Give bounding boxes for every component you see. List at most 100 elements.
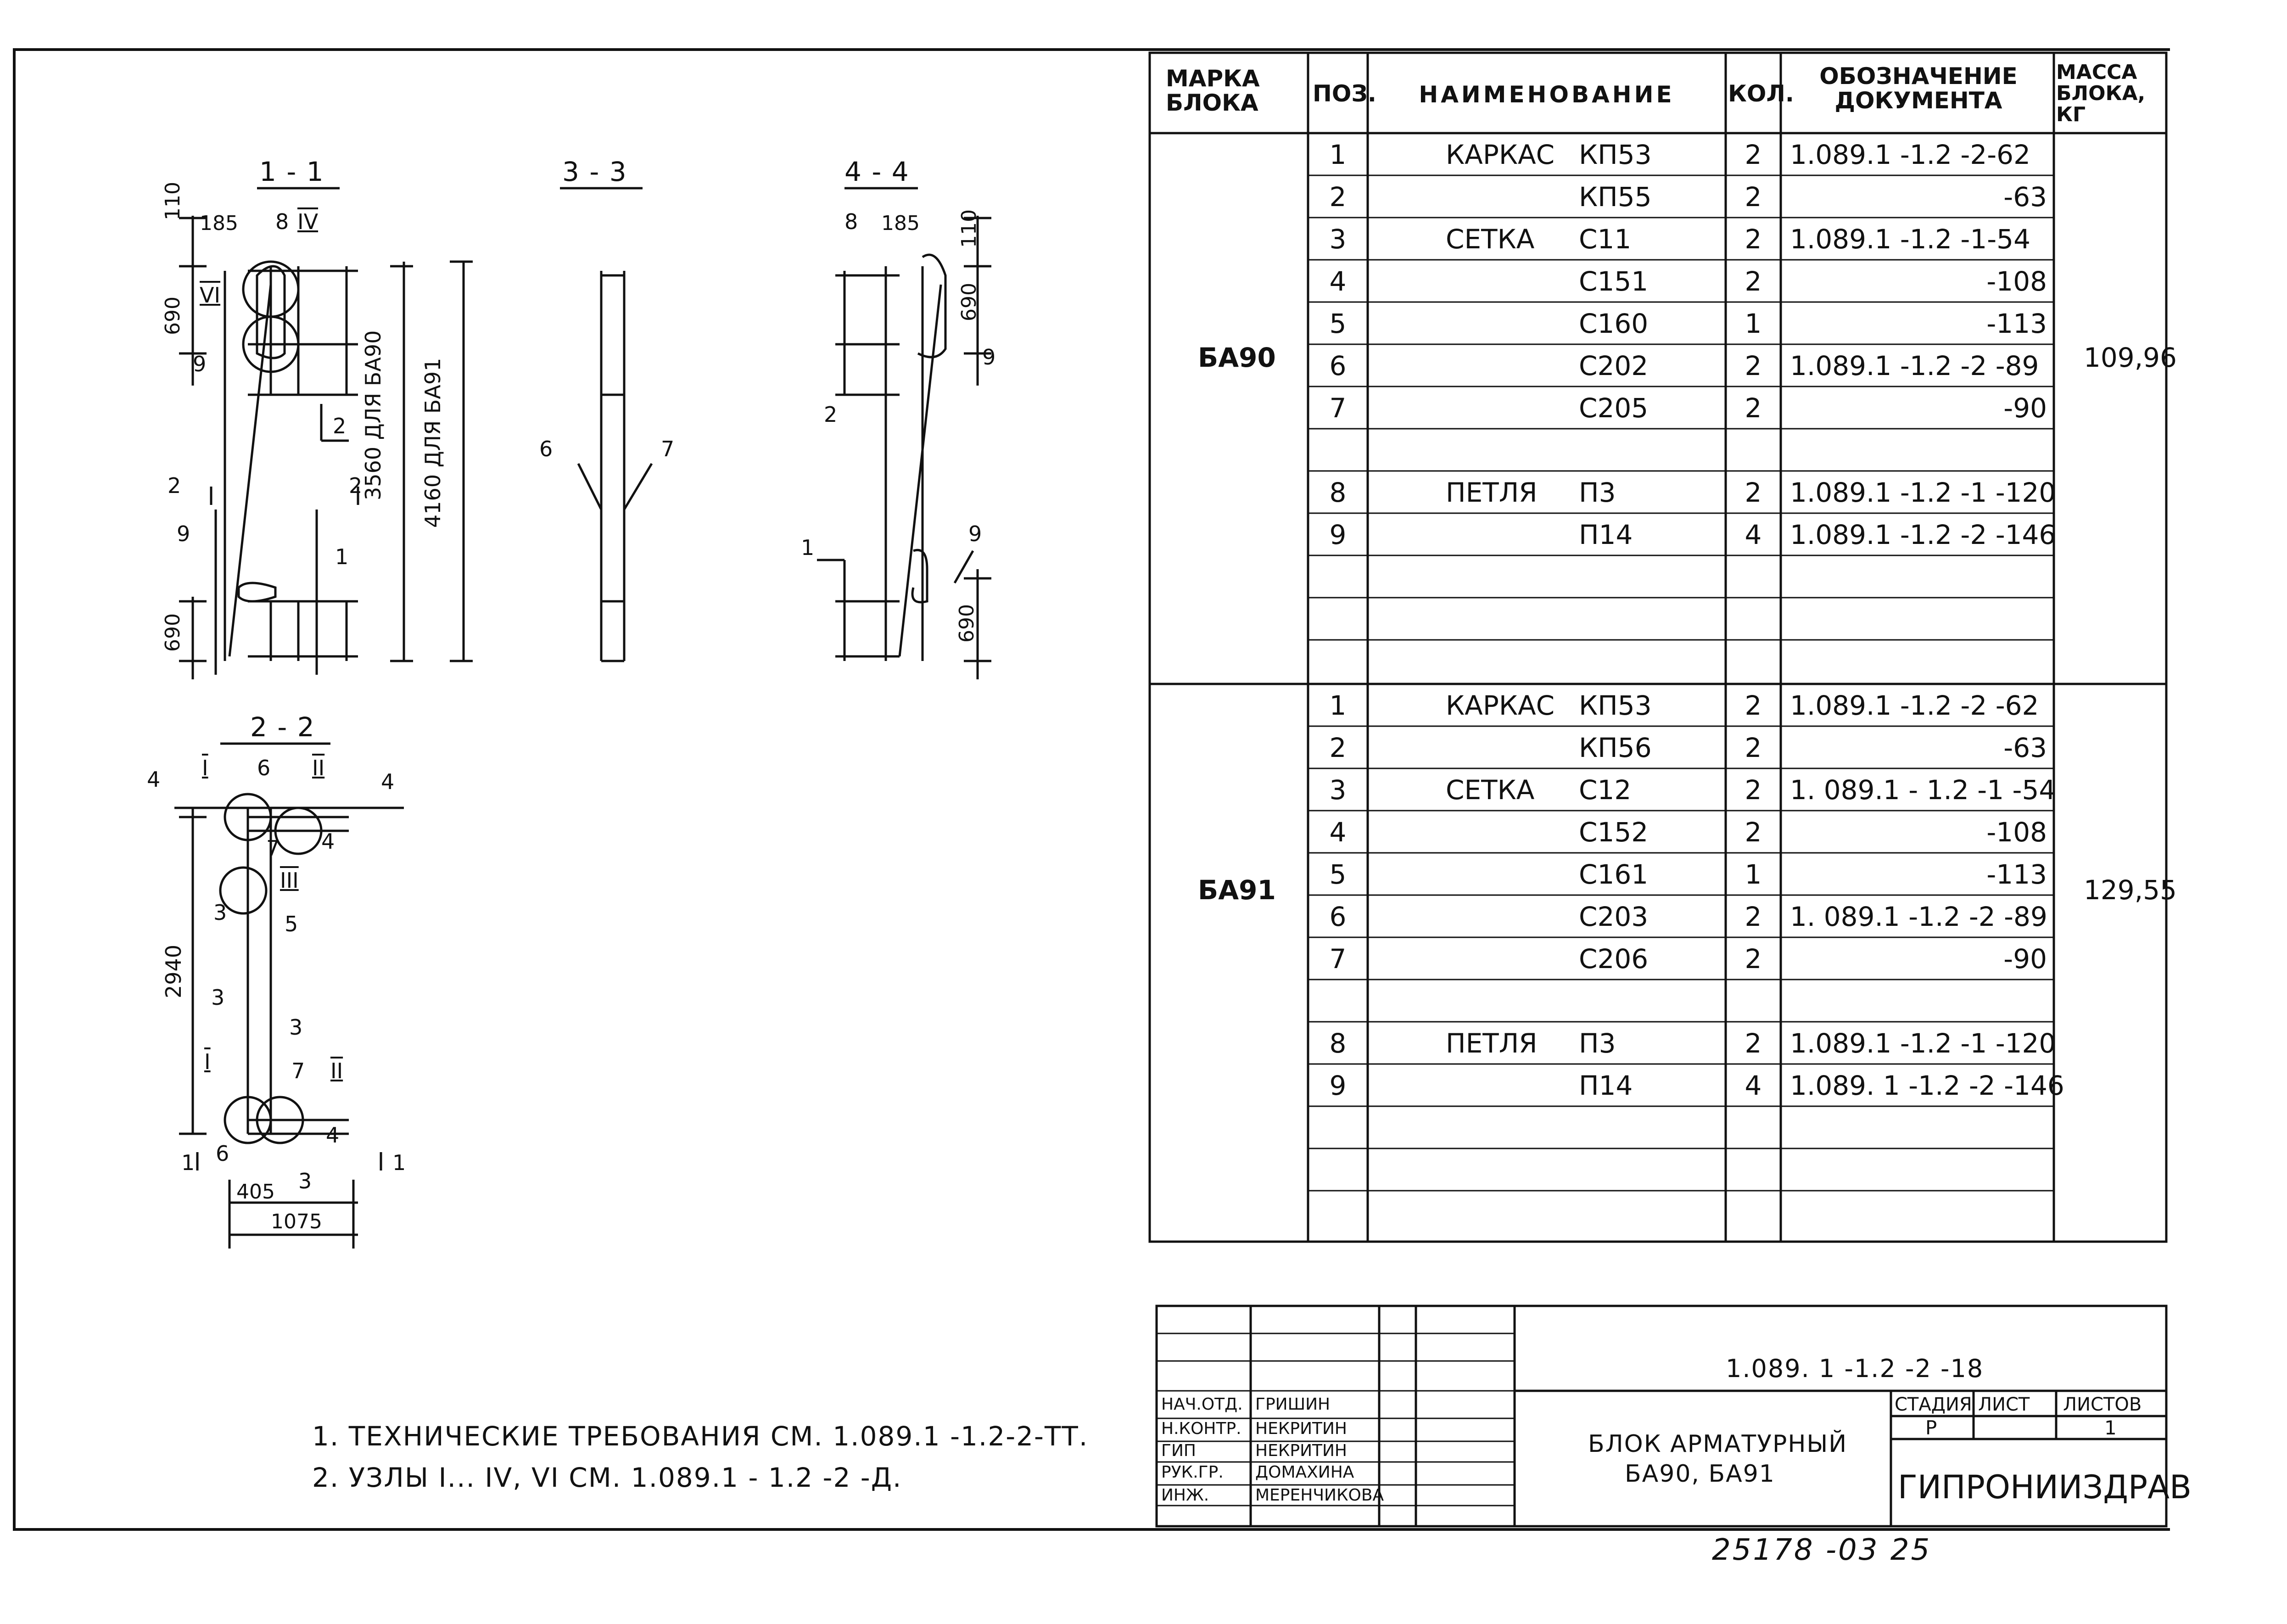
row-name: П3 (1579, 1028, 1616, 1059)
row-position: 1 (1329, 139, 1347, 170)
row-type: ПЕТЛЯ (1446, 1028, 1538, 1059)
row-position: 2 (1329, 732, 1347, 763)
header-qty: КОЛ. (1728, 80, 1794, 107)
row-document: -108 (1986, 266, 2047, 297)
dim-4160: 4160 ДЛЯ БА91 (420, 358, 445, 528)
callout-s22-IIb: II (330, 1058, 343, 1083)
row-name: С161 (1579, 859, 1649, 890)
row-name: С202 (1579, 350, 1649, 381)
row-document: -113 (1986, 859, 2047, 890)
section-2-2-title: 2 - 2 (250, 711, 315, 743)
row-name: КП53 (1579, 139, 1652, 170)
callout-s11-VI: VI (200, 283, 221, 308)
callout-s44-2: 2 (824, 402, 838, 427)
note-2: 2. УЗЛЫ I... IV, VI СМ. 1.089.1 - 1.2 -2… (312, 1462, 902, 1493)
stage-label: СТАДИЯ (1895, 1394, 1972, 1415)
row-document: -113 (1986, 308, 2047, 339)
header-pos: ПОЗ. (1313, 80, 1376, 107)
row-quantity: 2 (1745, 181, 1762, 213)
row-name: П14 (1579, 519, 1633, 550)
row-position: 2 (1329, 181, 1347, 213)
staff-role: РУК.ГР. (1161, 1463, 1224, 1482)
row-quantity: 2 (1745, 266, 1762, 297)
row-quantity: 2 (1745, 817, 1762, 848)
row-quantity: 2 (1745, 1028, 1762, 1059)
row-position: 5 (1329, 308, 1347, 339)
row-type: КАРКАС (1446, 139, 1555, 170)
row-quantity: 4 (1745, 1070, 1762, 1101)
row-document: 1.089. 1 -1.2 -2 -146 (1790, 1070, 2064, 1101)
block-mark: БА90 (1198, 342, 1276, 373)
row-quantity: 1 (1745, 308, 1762, 339)
header-doc: ОБОЗНАЧЕНИЕ ДОКУМЕНТА (1819, 63, 2018, 114)
row-document: 1. 089.1 - 1.2 -1 -54 (1790, 774, 2056, 806)
row-position: 6 (1329, 901, 1347, 932)
dim-690-d: 690 (955, 604, 979, 643)
sheet-label: ЛИСТ (1978, 1394, 2030, 1415)
callout-s22-6: 6 (257, 756, 271, 780)
callout-s11-IV: IV (297, 209, 319, 234)
callout-s33-6: 6 (539, 437, 553, 461)
row-type: СЕТКА (1446, 774, 1535, 806)
callout-s22-I: I (202, 756, 208, 780)
callout-s22-7a: 7 (266, 836, 280, 861)
row-type: КАРКАС (1446, 690, 1555, 721)
sheets-value: 1 (2104, 1417, 2117, 1439)
callout-s11-8: 8 (275, 209, 289, 234)
staff-role: ИНЖ. (1161, 1486, 1209, 1505)
row-type: ПЕТЛЯ (1446, 477, 1538, 508)
row-document: 1.089.1 -1.2 -2-62 (1790, 139, 2030, 170)
row-quantity: 2 (1745, 224, 1762, 255)
spec-table-grid (1148, 51, 2168, 1243)
row-document: 1.089.1 -1.2 -2 -146 (1790, 519, 2056, 550)
row-position: 8 (1329, 1028, 1347, 1059)
callout-s11-1: 1 (335, 544, 349, 569)
staff-name: НЕКРИТИН (1255, 1419, 1348, 1438)
callout-s44-8: 8 (844, 209, 858, 234)
row-quantity: 4 (1745, 519, 1762, 550)
row-quantity: 2 (1745, 392, 1762, 424)
callout-s22-4b: 4 (326, 1123, 340, 1148)
dim-690-c: 690 (957, 283, 981, 321)
row-position: 6 (1329, 350, 1347, 381)
row-name: С151 (1579, 266, 1649, 297)
callout-s22-3d: 3 (298, 1169, 312, 1193)
title-block-code: 1.089. 1 -1.2 -2 -18 (1726, 1354, 1984, 1383)
row-name: С160 (1579, 308, 1649, 339)
row-document: 1.089.1 -1.2 -1 -120 (1790, 477, 2056, 508)
callout-s22-4r: 4 (381, 769, 395, 794)
section-3-3-drawing (560, 187, 653, 662)
row-position: 5 (1329, 859, 1347, 890)
row-name: П14 (1579, 1070, 1633, 1101)
header-name: НАИМЕНОВАНИЕ (1419, 81, 1675, 108)
section-2-2-drawing (174, 742, 404, 1249)
callout-s22-1l: 1 (181, 1150, 195, 1175)
header-mark: МАРКА БЛОКА (1166, 65, 1260, 116)
callout-s33-7: 7 (661, 437, 675, 461)
sheets-label: ЛИСТОВ (2063, 1394, 2142, 1415)
row-document: -63 (2003, 181, 2047, 213)
callout-s22-5: 5 (285, 912, 298, 936)
row-position: 7 (1329, 943, 1347, 974)
dim-405: 405 (236, 1180, 275, 1204)
staff-name: МЕРЕНЧИКОВА (1255, 1486, 1384, 1505)
callout-s22-II: II (312, 756, 325, 780)
staff-name: ГРИШИН (1255, 1395, 1331, 1414)
row-position: 3 (1329, 774, 1347, 806)
dim-110-a: 110 (161, 182, 185, 220)
callout-s44-9b: 9 (968, 521, 982, 546)
title-block-rows (1157, 1333, 1515, 1506)
row-position: 4 (1329, 817, 1347, 848)
row-document: 1.089.1 -1.2 -2 -62 (1790, 690, 2039, 721)
row-document: -90 (2003, 392, 2047, 424)
block-mark: БА91 (1198, 874, 1276, 906)
row-quantity: 2 (1745, 901, 1762, 932)
dim-690-b: 690 (161, 613, 185, 652)
callout-s44-1: 1 (801, 535, 815, 560)
dim-3560: 3560 ДЛЯ БА90 (361, 330, 386, 500)
section-4-4-drawing (817, 187, 991, 679)
callout-s22-6b: 6 (216, 1141, 229, 1166)
row-name: С12 (1579, 774, 1632, 806)
row-name: КП53 (1579, 690, 1652, 721)
